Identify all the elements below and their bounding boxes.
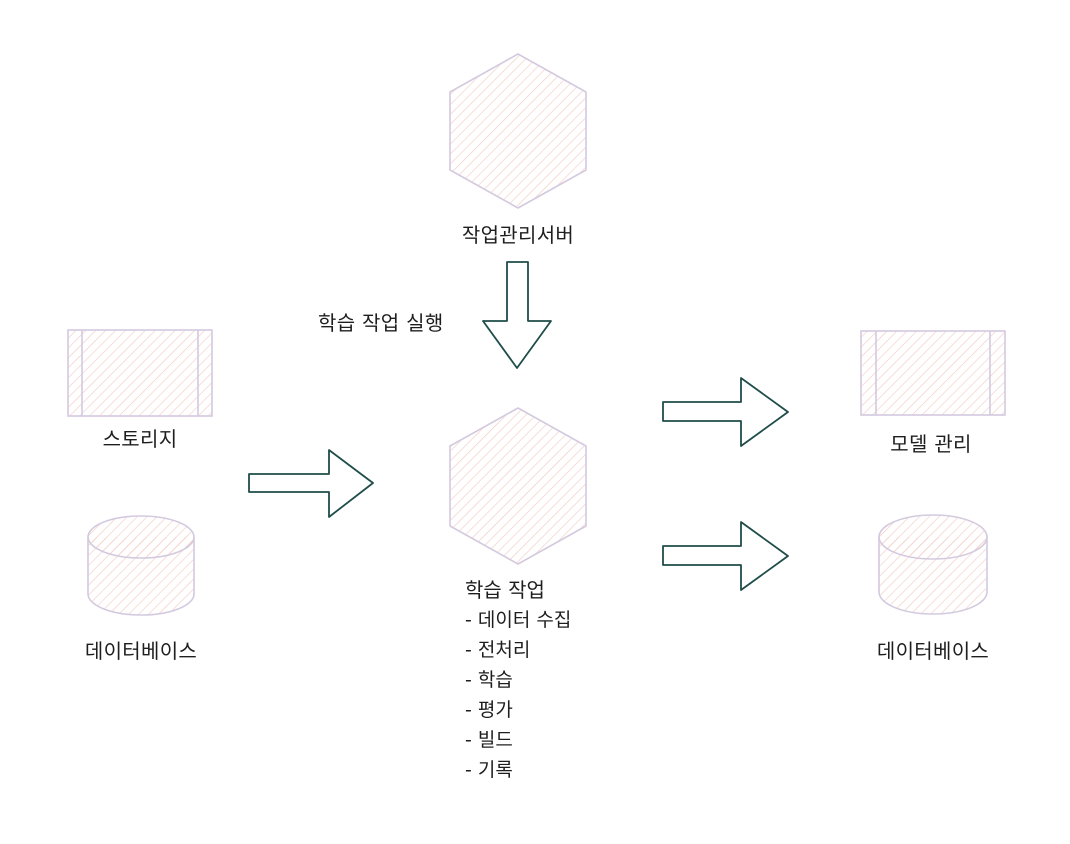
model-mgmt-label: 모델 관리	[890, 432, 972, 456]
down-arrow	[482, 261, 552, 369]
database-cylinder-right[interactable]	[878, 514, 988, 615]
training-step: - 전처리	[465, 639, 531, 661]
right-arrow-to-model	[662, 377, 789, 447]
training-step: - 학습	[465, 669, 513, 691]
training-step: - 빌드	[465, 729, 513, 751]
job-exec-label: 학습 작업 실행	[318, 311, 444, 335]
database-right-label: 데이터베이스	[876, 639, 990, 663]
training-step: - 데이터 수집	[465, 609, 572, 631]
right-arrow-to-database	[662, 521, 789, 591]
right-arrow-to-job	[248, 449, 374, 518]
job-server-label: 작업관리서버	[461, 223, 575, 247]
training-step: - 기록	[465, 759, 513, 781]
job-server-hexagon[interactable]	[449, 53, 587, 209]
training-job-title: 학습 작업	[465, 578, 545, 602]
storage-label: 스토리지	[102, 427, 178, 451]
database-cylinder-left[interactable]	[87, 515, 195, 616]
training-job-hexagon[interactable]	[449, 407, 587, 565]
database-left-label: 데이터베이스	[84, 639, 198, 663]
model-mgmt-box[interactable]	[860, 330, 1006, 416]
training-step: - 평가	[465, 699, 513, 721]
training-job-text: 학습 작업 - 데이터 수집 - 전처리 - 학습 - 평가 - 빌드 - 기록	[465, 575, 571, 785]
storage-box-left[interactable]	[67, 329, 213, 417]
